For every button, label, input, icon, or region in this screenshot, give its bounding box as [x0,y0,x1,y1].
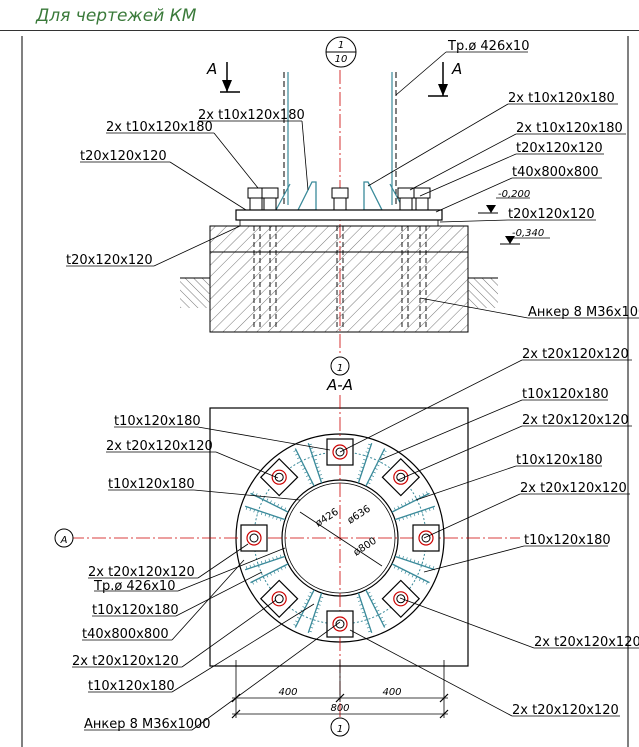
elev-label-r4: t40x800x800 [512,165,599,180]
elev-label-r2: 2x t10x120x180 [516,121,623,136]
bolt-pad [259,457,299,497]
stiffener-rib [294,589,315,628]
stiffener-rib [357,442,373,484]
stiffener-ribs [244,442,436,634]
diam-636: ø636 [346,504,373,527]
axis-bubble-plan [330,717,350,737]
diam-426: ø426 [314,507,341,530]
elev-label-l1: 2x t10x120x180 [198,108,305,123]
title-underline [0,30,639,31]
dim-right: 400 [382,687,401,698]
elev-label-r1: 2x t10x120x180 [508,91,615,106]
dim-left: 400 [278,687,297,698]
plan-label-r6: t10x120x180 [524,533,611,548]
elev-label-r5: t20x120x120 [508,207,595,222]
plan-label-l8: 2x t20x120x120 [72,654,179,669]
stiffener-rib [391,563,430,584]
stiffener-rib [307,442,323,484]
plan-label-l1: t10x120x180 [114,414,201,429]
stiffener-left [296,181,317,211]
stiffener-rib [394,555,436,571]
grout-layer [209,225,469,253]
plan-title: A-A [326,376,353,394]
bolt-pad [259,579,299,619]
drawing-title: Для чертежей КМ [36,6,197,26]
stiffener-rib [244,555,286,571]
section-marker-bottom: 10 [335,54,348,65]
plan-label-r2: t10x120x180 [522,387,609,402]
level-top-text: -0,200 [498,189,530,200]
foundation-block [209,251,469,333]
anchor-rods-elevation [253,226,427,330]
stiffener-right [363,181,384,211]
axis-label-elevation: 1 [337,363,343,374]
elevation-view: 1 10 A A [66,36,639,376]
ground-left [180,278,210,308]
plan-label-l3: t10x120x180 [108,477,195,492]
stiffener-rib [294,448,315,487]
level-bottom-text: -0,340 [512,228,544,239]
plan-label-l5: Тр.ø 426x10 [93,579,175,594]
bolt-pad [381,579,421,619]
axis-label-a: A [60,535,68,546]
plan-label-l7: t40x800x800 [82,627,169,642]
elev-label-l2: 2x t10x120x180 [106,120,213,135]
stiffener-rib [357,592,373,634]
base-plate [235,209,443,221]
plan-label-r4: t10x120x180 [516,453,603,468]
plan-view: A-A A ø426 ø636 ø800 400 400 800 [54,347,639,737]
stiffener-rib [250,563,289,584]
plan-anchor-label: Анкер 8 М36x1000 [84,717,211,732]
plan-label-r5: 2x t20x120x120 [520,481,627,496]
section-marker-top: 1 [338,40,344,51]
stiffener-rib [394,505,436,521]
bolt-pad [412,524,440,552]
stiffener-rib [391,492,430,513]
plan-label-r8: 2x t20x120x120 [512,703,619,718]
stiffener-rib [250,492,289,513]
plan-label-l9: t10x120x180 [88,679,175,694]
elev-label-r3: t20x120x120 [516,141,603,156]
cut-label-right: A [451,60,462,78]
anchor-label-elevation: Анкер 8 М36x1000 [528,305,639,320]
elev-label-l3: t20x120x120 [80,149,167,164]
bolt-pad [381,457,421,497]
stiffener-rib [244,505,286,521]
plan-label-l4: 2x t20x120x120 [88,565,195,580]
axis-bubble-elevation [330,356,350,376]
bolt-pad [240,524,268,552]
pipe-label: Тр.ø 426x10 [447,39,529,54]
plan-label-r3: 2x t20x120x120 [522,413,629,428]
axis-label-plan: 1 [337,724,343,735]
plan-label-l2: 2x t20x120x120 [106,439,213,454]
ground-right [468,278,498,308]
plan-label-r7: 2x t20x120x120 [534,635,639,650]
bolt-pad [326,610,354,638]
cut-label-left: A [206,60,217,78]
anchor-bolts-elevation [247,187,431,211]
stiffener-rib [365,589,386,628]
foundation-outline [209,407,469,667]
dim-total: 800 [330,703,349,714]
axis-bubble-a [54,528,74,548]
stiffener-rib [307,592,323,634]
plan-label-r1: 2x t20x120x120 [522,347,629,362]
plan-label-l6: t10x120x180 [92,603,179,618]
elev-label-l4: t20x120x120 [66,253,153,268]
level-marker-top [486,205,496,213]
stiffener-rib [365,448,386,487]
